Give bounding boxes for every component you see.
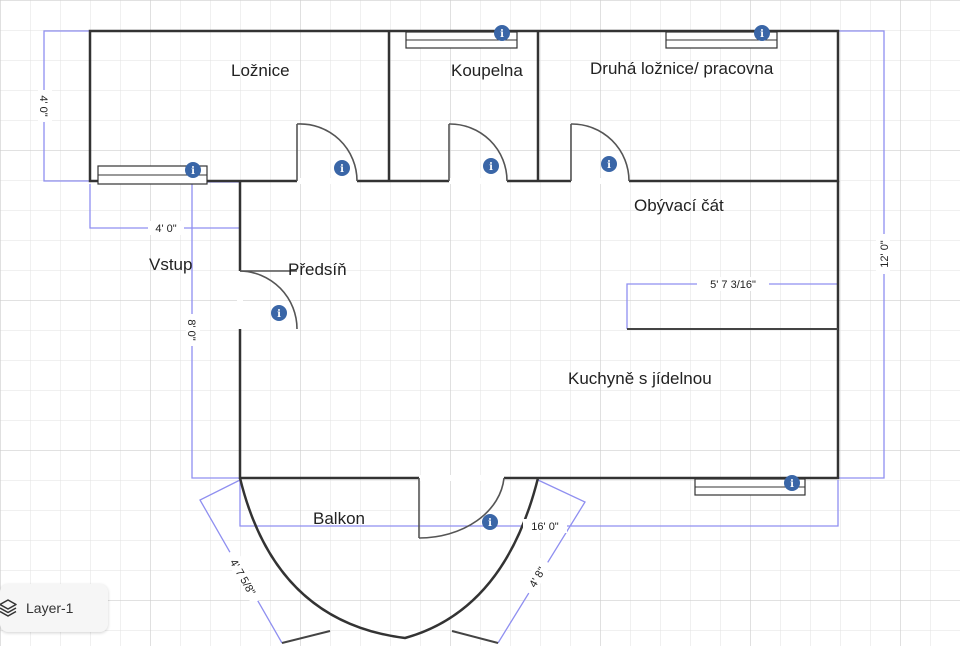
dimension-label: 8' 0" (185, 319, 197, 340)
svg-text:i: i (277, 309, 281, 320)
room-label-loznice: Ložnice (231, 61, 290, 80)
window-koupelna (405, 31, 518, 49)
dimension-label: 12' 0" (879, 240, 891, 268)
info-icon[interactable]: i (601, 156, 617, 172)
info-icon[interactable]: i (185, 162, 201, 178)
room-label-kuchyne: Kuchyně s jídelnou (568, 369, 712, 388)
svg-text:i: i (607, 160, 611, 171)
info-icon[interactable]: i (483, 158, 499, 174)
info-icon[interactable]: i (754, 25, 770, 41)
window-kuchyne (694, 478, 806, 496)
windows (97, 31, 806, 496)
dimension-label: 4' 0" (37, 95, 49, 116)
door-balkon (418, 477, 505, 539)
room-label-predsin: Předsíň (288, 260, 347, 279)
window-druha-loznice (665, 31, 778, 49)
door-loznice (296, 123, 358, 182)
walls (88, 29, 840, 480)
door-druha-loznice (570, 123, 630, 182)
room-label-obyvaci: Obývací čát (634, 196, 724, 215)
room-label-vstup: Vstup (149, 255, 192, 274)
window-loznice (97, 165, 208, 185)
room-label-druha-loznice: Druhá ložnice/ pracovna (590, 59, 774, 78)
door-koupelna (448, 123, 508, 182)
svg-text:i: i (488, 518, 492, 529)
dimension-label: 16' 0" (531, 521, 559, 533)
svg-text:i: i (500, 29, 504, 40)
balcony-outline (238, 477, 540, 644)
svg-text:i: i (489, 162, 493, 173)
svg-text:i: i (191, 166, 195, 177)
svg-text:i: i (790, 479, 794, 490)
dimension-label: 4' 0" (155, 223, 176, 235)
dimension-label: 5' 7 3/16" (710, 279, 756, 291)
svg-text:i: i (340, 164, 344, 175)
info-icons: i i i i i i i i i (185, 25, 800, 530)
info-icon[interactable]: i (784, 475, 800, 491)
info-icon[interactable]: i (334, 160, 350, 176)
room-label-koupelna: Koupelna (451, 61, 523, 80)
svg-text:i: i (760, 29, 764, 40)
layer-selector[interactable]: Layer-1 (0, 584, 108, 632)
info-icon[interactable]: i (494, 25, 510, 41)
info-icon[interactable]: i (271, 305, 287, 321)
layer-name: Layer-1 (26, 600, 74, 616)
door-predsin (239, 270, 298, 330)
room-labels: Ložnice Koupelna Druhá ložnice/ pracovna… (149, 59, 774, 528)
door-openings (237, 178, 629, 481)
layers-icon (0, 599, 17, 617)
doors (239, 123, 630, 539)
info-icon[interactable]: i (482, 514, 498, 530)
room-label-balkon: Balkon (313, 509, 365, 528)
